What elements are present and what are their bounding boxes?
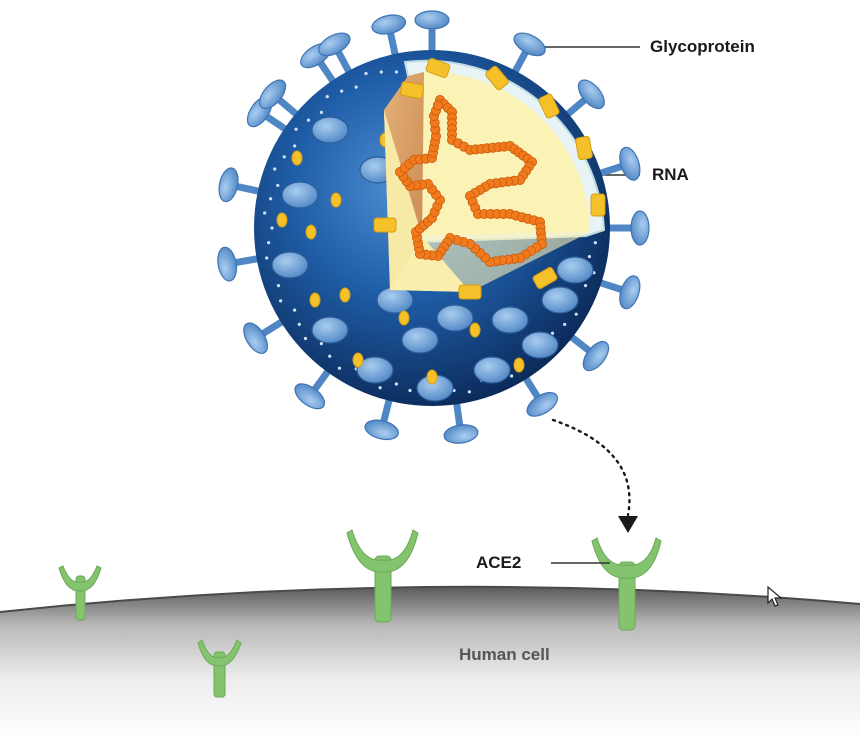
envelope-dot bbox=[293, 308, 297, 312]
cutaway-protein-0 bbox=[399, 81, 425, 99]
cutaway-envelope-proteins bbox=[373, 58, 606, 300]
envelope-dot bbox=[587, 254, 592, 259]
spike-base-7 bbox=[521, 331, 559, 359]
envelope-dot bbox=[265, 256, 269, 260]
envelope-dot bbox=[563, 322, 567, 326]
envelope-dot bbox=[510, 374, 514, 378]
envelope-dot bbox=[294, 127, 298, 131]
envelope-dot bbox=[583, 284, 588, 288]
envelope-dot bbox=[467, 390, 471, 394]
spike-base-4 bbox=[356, 356, 394, 384]
envelope-protein-6 bbox=[398, 310, 410, 326]
envelope-protein-3 bbox=[309, 292, 321, 308]
envelope-dot bbox=[293, 144, 297, 148]
envelope-dot bbox=[282, 155, 286, 159]
envelope-dot bbox=[263, 211, 267, 215]
spike-3 bbox=[592, 146, 641, 181]
cutaway-protein-1 bbox=[425, 58, 451, 78]
spike-5 bbox=[592, 275, 641, 310]
spike-base-1 bbox=[281, 181, 319, 209]
human-cell-label: Human cell bbox=[459, 645, 550, 664]
cutaway-protein-3 bbox=[538, 93, 560, 119]
envelope-protein-1 bbox=[305, 224, 317, 240]
envelope-protein-8 bbox=[426, 369, 438, 385]
virus-particle bbox=[254, 50, 610, 406]
envelope-dot bbox=[574, 312, 578, 316]
ace2-receptor-target bbox=[591, 537, 662, 631]
envelope-dot bbox=[394, 70, 398, 74]
spike-base-6 bbox=[473, 356, 511, 384]
envelope-protein-0 bbox=[291, 150, 303, 166]
envelope-dot bbox=[279, 299, 283, 303]
cursor-arrow-icon bbox=[767, 586, 783, 607]
envelope-dot bbox=[276, 284, 281, 288]
envelope-dot bbox=[273, 167, 277, 171]
ace2-receptor-center bbox=[346, 529, 419, 623]
envelope-dot bbox=[593, 241, 597, 245]
cutaway-protein-5 bbox=[590, 193, 606, 217]
spike-2 bbox=[560, 79, 605, 121]
envelope-dot bbox=[297, 322, 301, 326]
envelope-dot bbox=[306, 118, 311, 122]
spike-6 bbox=[564, 330, 610, 372]
envelope-protein-10 bbox=[276, 212, 288, 228]
spike-base-13 bbox=[401, 326, 439, 354]
envelope-dot bbox=[379, 70, 383, 74]
spike-4 bbox=[600, 210, 650, 246]
cutaway-protein-7 bbox=[458, 284, 482, 300]
envelope-dot bbox=[270, 226, 274, 230]
cutaway-protein-8 bbox=[532, 267, 558, 289]
envelope-dot bbox=[340, 89, 344, 93]
spike-base-2 bbox=[271, 251, 309, 279]
envelope-dot bbox=[408, 388, 412, 393]
rna-label: RNA bbox=[652, 165, 689, 184]
spike-base-10 bbox=[436, 304, 474, 332]
envelope-dot bbox=[394, 382, 398, 386]
envelope-dot bbox=[378, 386, 382, 390]
spike-base-14 bbox=[556, 256, 594, 284]
cutaway-protein-2 bbox=[485, 65, 509, 91]
envelope-dot bbox=[269, 197, 273, 201]
envelope-dot bbox=[337, 366, 342, 370]
envelope-protein-5 bbox=[352, 352, 364, 368]
spike-12 bbox=[217, 246, 267, 282]
spike-base-12 bbox=[491, 306, 529, 334]
surface-spike-bases bbox=[271, 116, 594, 402]
rna-bead bbox=[432, 100, 443, 111]
rna-strand bbox=[394, 95, 548, 267]
envelope-dot bbox=[325, 95, 329, 99]
spike-7 bbox=[519, 370, 559, 417]
glycoprotein-label: Glycoprotein bbox=[650, 37, 755, 56]
envelope-protein-2 bbox=[330, 192, 342, 208]
envelope-dot bbox=[303, 336, 308, 341]
envelope-dot bbox=[550, 331, 555, 335]
spike-10 bbox=[294, 363, 335, 410]
envelope-dot bbox=[328, 354, 332, 358]
envelope-protein-9 bbox=[513, 357, 525, 373]
ace2-receptor-far-left bbox=[58, 565, 102, 621]
human-cell-surface bbox=[0, 585, 860, 739]
envelope-dot bbox=[319, 342, 324, 346]
ace2-label: ACE2 bbox=[476, 553, 522, 572]
spike-base-9 bbox=[376, 286, 414, 314]
envelope-protein-4 bbox=[339, 287, 351, 303]
spike-11 bbox=[243, 315, 290, 355]
envelope-dot bbox=[364, 71, 368, 76]
envelope-dot bbox=[276, 183, 280, 188]
spike-1 bbox=[509, 32, 546, 80]
envelope-dot bbox=[319, 110, 324, 114]
binding-arrow bbox=[551, 418, 638, 533]
spike-8 bbox=[443, 394, 479, 444]
spike-base-0 bbox=[311, 116, 349, 144]
envelope-protein-7 bbox=[469, 322, 481, 338]
spike-base-8 bbox=[541, 286, 579, 314]
envelope-dot bbox=[267, 241, 271, 245]
spike-0 bbox=[414, 10, 450, 60]
spike-base-3 bbox=[311, 316, 349, 344]
cutaway-protein-6 bbox=[373, 217, 397, 233]
cutaway-protein-4 bbox=[575, 135, 593, 161]
envelope-dot bbox=[354, 85, 358, 89]
ace2-receptor-low-left bbox=[197, 639, 242, 698]
